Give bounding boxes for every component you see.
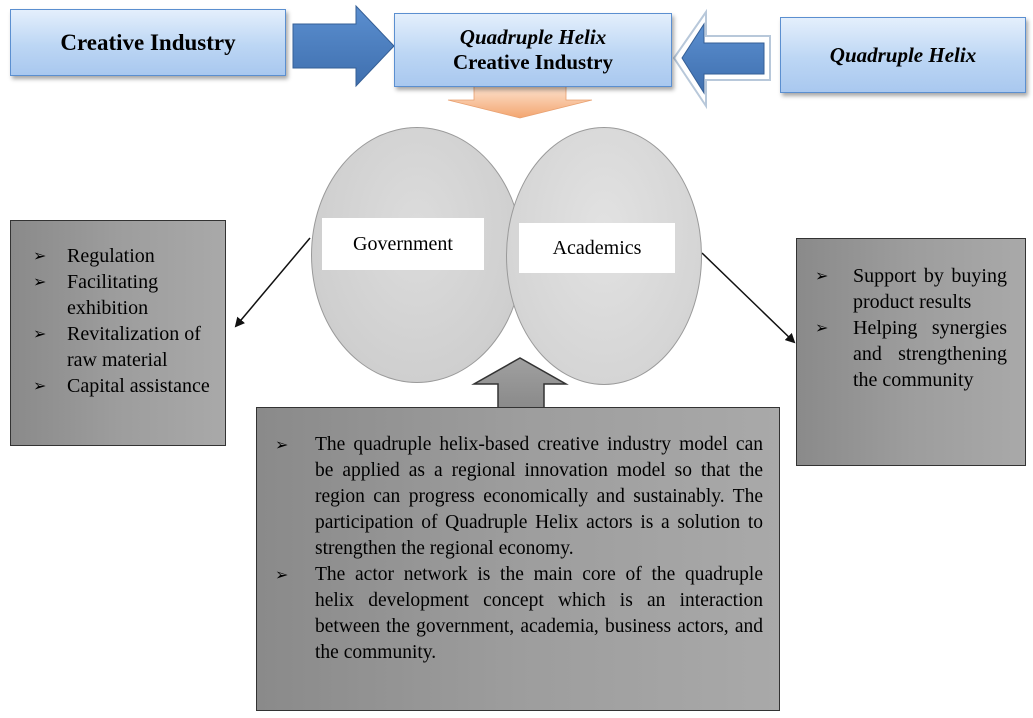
bullet-arrow-icon: ➢ <box>33 272 47 291</box>
model-summary-list: ➢The quadruple helix-based creative indu… <box>275 432 763 666</box>
bullet-arrow-icon: ➢ <box>33 376 47 395</box>
center-title-line1: Quadruple Helix <box>459 25 607 49</box>
center-title-line2: Creative Industry <box>452 50 614 74</box>
creative-industry-box: Creative Industry <box>10 9 286 76</box>
list-item: ➢The actor network is the main core of t… <box>275 564 763 663</box>
bullet-arrow-icon: ➢ <box>33 324 47 343</box>
model-summary-box: ➢The quadruple helix-based creative indu… <box>256 407 780 711</box>
list-item: ➢Facilitating exhibition <box>33 271 159 319</box>
bullet-arrow-icon: ➢ <box>815 318 829 337</box>
arrow-right-blue <box>292 4 395 88</box>
government-roles-list: ➢Regulation ➢Facilitating exhibition ➢Re… <box>33 243 215 399</box>
arrow-to-right-box <box>701 252 796 344</box>
arrow-down-orange <box>447 85 593 119</box>
list-item: ➢Capital assistance <box>33 375 210 397</box>
list-item: ➢Support by buying product results <box>815 265 1007 313</box>
government-label: Government <box>322 218 484 270</box>
academics-roles-list: ➢Support by buying product results ➢Help… <box>815 263 1007 393</box>
quadruple-helix-box: Quadruple Helix <box>780 17 1026 93</box>
creative-industry-label: Creative Industry <box>60 29 236 55</box>
list-item: ➢Regulation <box>33 245 155 267</box>
quadruple-helix-label: Quadruple Helix <box>829 42 977 67</box>
quadruple-helix-creative-industry-box: Quadruple Helix Creative Industry <box>394 13 672 87</box>
bullet-arrow-icon: ➢ <box>33 246 47 265</box>
list-item: ➢Revitalization of raw material <box>33 323 201 371</box>
academics-label: Academics <box>519 223 675 273</box>
government-roles-box: ➢Regulation ➢Facilitating exhibition ➢Re… <box>10 220 226 446</box>
list-item: ➢The quadruple helix-based creative indu… <box>275 434 763 559</box>
bullet-arrow-icon: ➢ <box>815 266 829 285</box>
bullet-arrow-icon: ➢ <box>275 565 289 584</box>
arrow-left-blue-inner <box>681 22 765 95</box>
arrow-to-left-box <box>234 237 311 328</box>
academics-roles-box: ➢Support by buying product results ➢Help… <box>796 238 1026 466</box>
bullet-arrow-icon: ➢ <box>275 435 289 454</box>
arrow-left-blue <box>672 8 771 110</box>
list-item: ➢Helping synergies and strengthening the… <box>815 317 1007 391</box>
